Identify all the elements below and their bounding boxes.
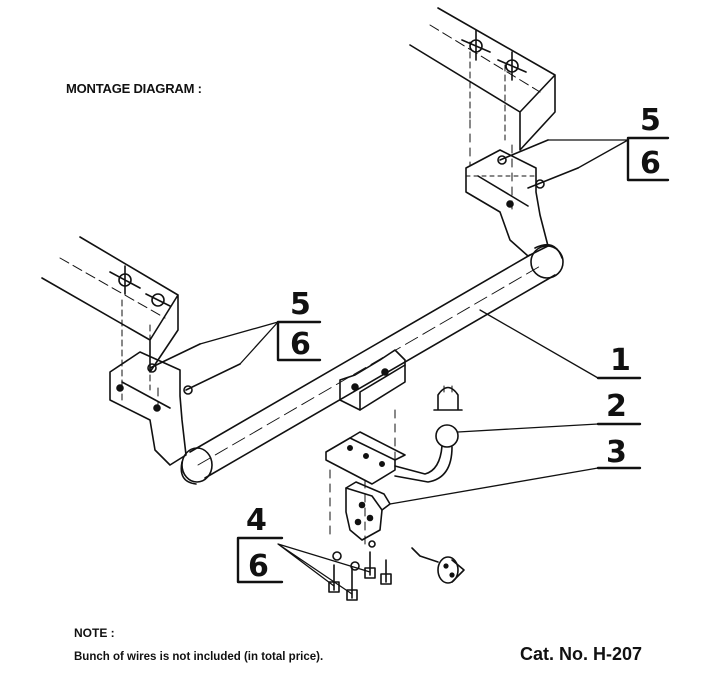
- callout-5-left: 5: [290, 287, 311, 322]
- callout-6-left: 6: [290, 327, 311, 362]
- leader-lines: [199, 139, 629, 595]
- callout-dividers: [236, 136, 670, 584]
- callout-3: 3: [606, 435, 627, 470]
- callout-4: 4: [246, 503, 267, 538]
- rail-bolt-sets: [147, 139, 579, 395]
- callout-5-top: 5: [640, 103, 661, 138]
- right-mounting-bracket: [465, 149, 549, 257]
- bolts-and-nuts: [328, 540, 392, 601]
- catalog-number: Cat. No. H-207: [520, 644, 643, 664]
- diagram-title: MONTAGE DIAGRAM :: [66, 81, 202, 96]
- note-label: NOTE :: [74, 626, 115, 640]
- electric-socket: [411, 547, 465, 584]
- note-text: Bunch of wires is not included (in total…: [74, 651, 324, 663]
- callout-1: 1: [610, 343, 631, 378]
- cross-beam: [180, 243, 564, 485]
- callout-6-bottom: 6: [248, 549, 269, 584]
- assembly-axes: [121, 119, 513, 546]
- tow-ball-neck: [325, 424, 459, 485]
- callout-2: 2: [606, 389, 627, 424]
- left-chassis-rail: [41, 236, 179, 391]
- callout-6-top: 6: [640, 146, 661, 181]
- ball-cap: [433, 385, 463, 411]
- center-clamp: [339, 349, 406, 411]
- right-chassis-rail: [409, 7, 556, 151]
- socket-plate: [345, 481, 391, 541]
